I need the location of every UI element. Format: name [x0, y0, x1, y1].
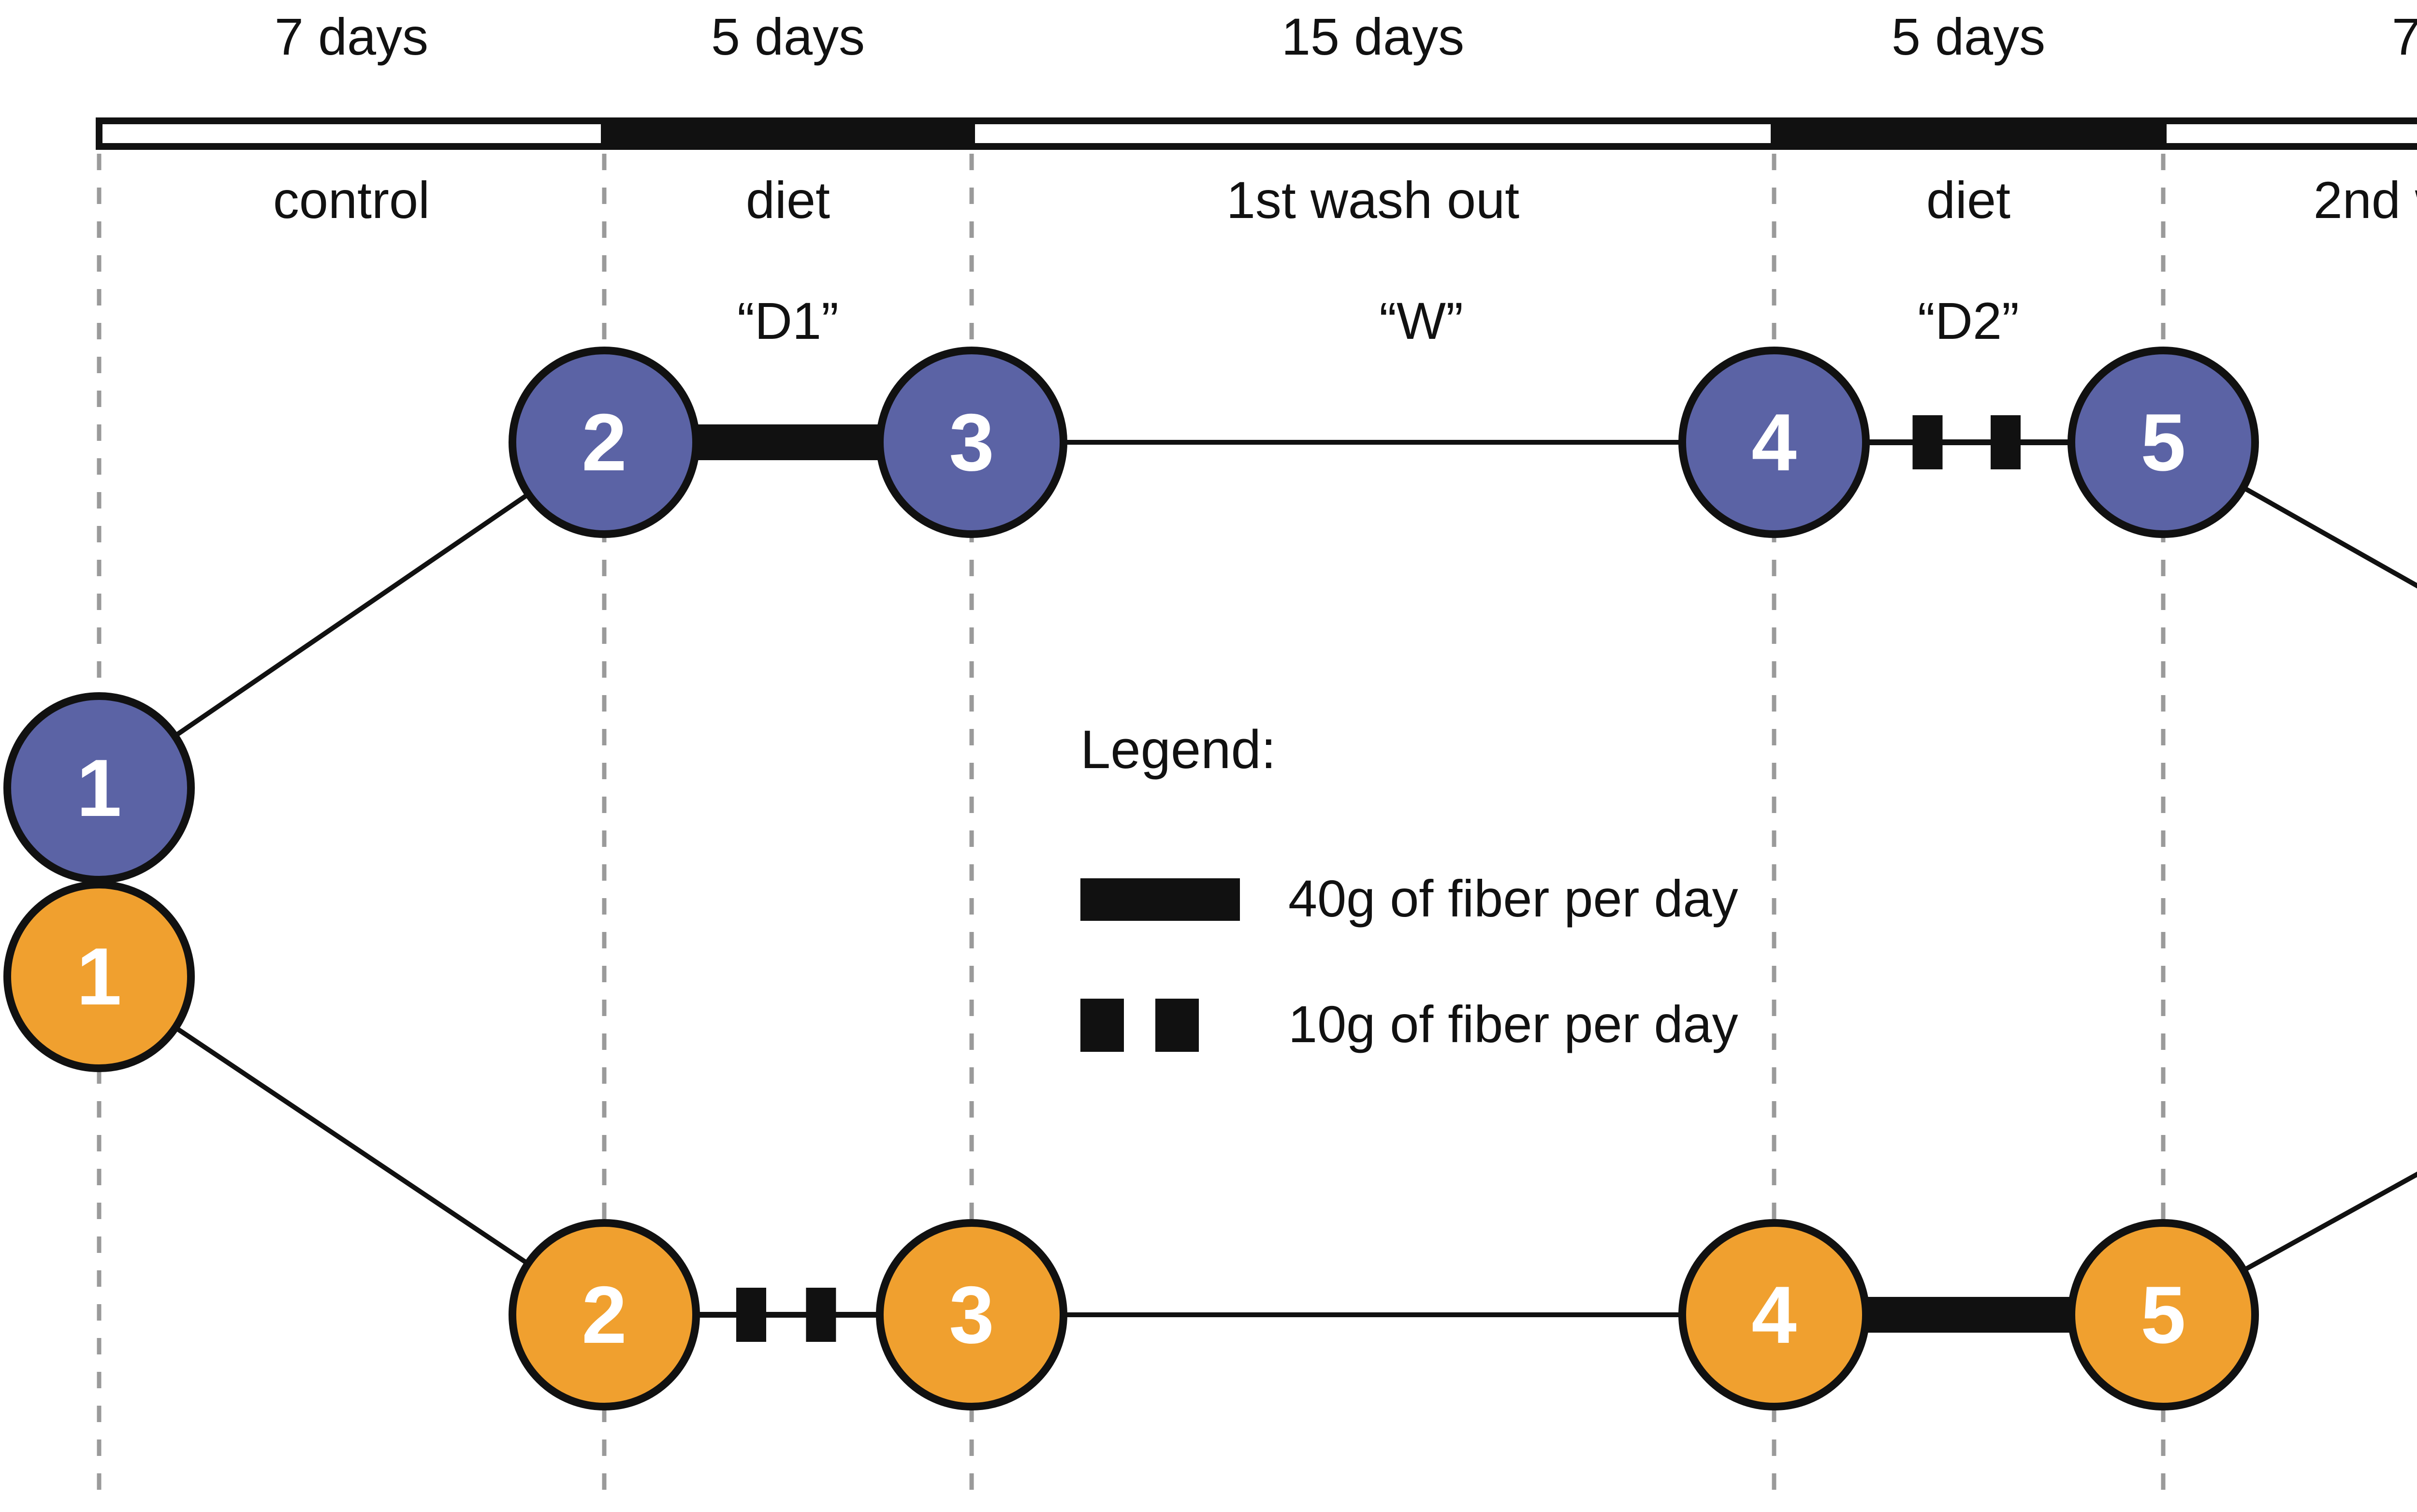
arm-a-node-5[interactable] — [2068, 347, 2259, 538]
arm-a-node-label-2: 2 — [582, 397, 627, 488]
arm-a-node-label-3: 3 — [949, 397, 994, 488]
arm-b-edge-5-to-6-thin-line — [2242, 1171, 2417, 1273]
timeline-segment-3 — [1771, 117, 2167, 150]
legend-swatch-block-1 — [1155, 999, 1199, 1052]
diet-code-label-1: “W” — [1379, 291, 1463, 350]
legend-item-label-0: 40g of fiber per day — [1288, 869, 1738, 928]
arm-b-edge-2-to-3-block-1 — [806, 1288, 836, 1342]
period-label-4: 2nd wash out — [2313, 171, 2417, 229]
arm-b-node-label-4: 4 — [1751, 1269, 1797, 1360]
period-label-2: 1st wash out — [1226, 171, 1520, 229]
legend-swatch-solid-bar — [1080, 878, 1240, 921]
period-label-0: control — [273, 171, 430, 229]
arm-b-node-2[interactable] — [509, 1219, 700, 1410]
arm-a-edge-4-to-5-block-0 — [1912, 415, 1943, 469]
arm-a-node-3[interactable] — [876, 347, 1067, 538]
arm-b-node-label-1: 1 — [76, 931, 122, 1022]
arm-b-node-label-3: 3 — [949, 1269, 994, 1360]
arm-b-edge-2-to-3-block-0 — [736, 1288, 766, 1342]
arm-a-edge-5-to-6-thin-line — [2242, 485, 2417, 589]
arm-b-node-3[interactable] — [876, 1219, 1067, 1410]
arm-a-node-4[interactable] — [1678, 347, 1870, 538]
diet-code-label-0: “D1” — [737, 291, 839, 350]
diet-code-label-2: “D2” — [1918, 291, 2019, 350]
arm-a-edge-4-to-5-block-1 — [1991, 415, 2021, 469]
timeline-segment-4 — [2160, 117, 2417, 150]
arm-a-node-1[interactable] — [3, 692, 195, 884]
duration-label-3: 5 days — [1891, 7, 2046, 66]
arm-a-node-2[interactable] — [509, 347, 700, 538]
timeline-segment-1 — [601, 117, 975, 150]
duration-label-1: 5 days — [711, 7, 865, 66]
duration-label-2: 15 days — [1281, 7, 1465, 66]
arm-b-edge-1-to-2-thin-line — [174, 1025, 529, 1266]
arm-b-node-label-2: 2 — [582, 1269, 627, 1360]
legend-swatch-block-0 — [1080, 999, 1124, 1052]
legend-item-label-1: 10g of fiber per day — [1288, 995, 1738, 1053]
arm-b-node-label-5: 5 — [2140, 1269, 2186, 1360]
arm-a-node-label-4: 4 — [1751, 397, 1797, 488]
arm-b-node-4[interactable] — [1678, 1219, 1870, 1410]
arm-b-node-1[interactable] — [3, 881, 195, 1072]
arm-a-node-label-5: 5 — [2140, 397, 2186, 488]
timeline-segment-0 — [96, 117, 608, 150]
arm-a-edge-1-to-2-thin-line — [173, 492, 530, 738]
legend-title: Legend: — [1080, 719, 1276, 780]
duration-label-0: 7 days — [274, 7, 429, 66]
timeline-segment-2 — [968, 117, 1777, 150]
arm-b-node-5[interactable] — [2068, 1219, 2259, 1410]
duration-label-4: 7 days — [2391, 7, 2417, 66]
period-label-1: diet — [745, 171, 830, 229]
arm-a-node-label-1: 1 — [76, 742, 122, 833]
period-label-3: diet — [1926, 171, 2011, 229]
